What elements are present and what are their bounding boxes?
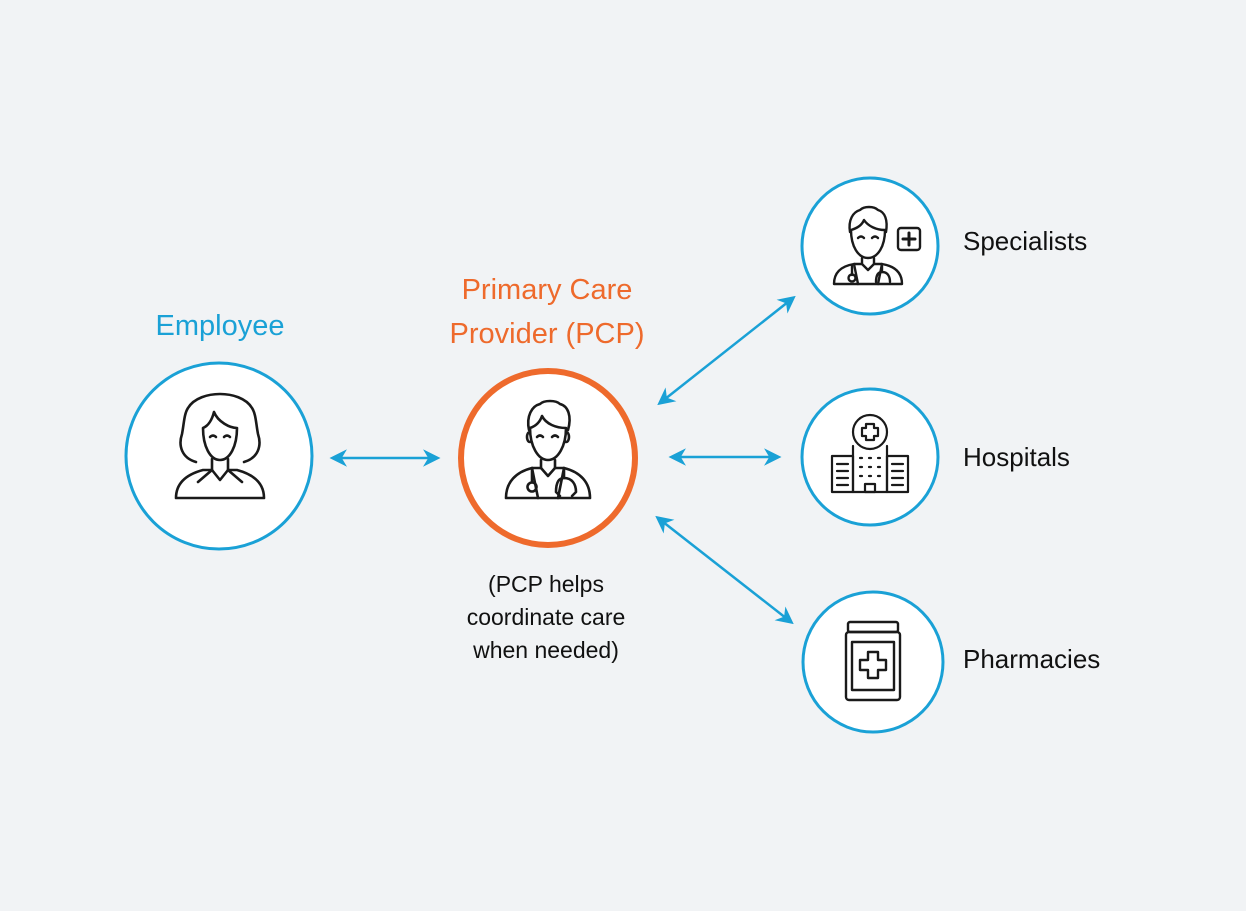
specialists-node <box>800 176 940 316</box>
pcp-note: (PCP helps coordinate care when needed) <box>467 568 626 667</box>
arrow-pcp-pharmacies <box>655 515 794 625</box>
pcp-note-line-2: coordinate care <box>466 604 626 630</box>
employee-node <box>124 361 314 551</box>
pcp-title: Primary Care Provider (PCP) <box>450 268 645 356</box>
hospitals-label: Hospitals <box>963 442 1070 472</box>
doctor-icon <box>504 399 592 500</box>
pcp-node <box>458 368 638 548</box>
specialists-label: Specialists <box>963 226 1088 256</box>
pcp-title-line-2: Provider (PCP) <box>449 318 645 350</box>
specialist-doctor-icon <box>832 205 922 286</box>
medicine-jar-icon <box>844 620 902 702</box>
hospital-building-icon <box>830 413 910 494</box>
employee-title: Employee <box>155 310 285 342</box>
arrow-pcp-specialists <box>657 295 796 406</box>
pcp-note-line-1: (PCP helps <box>488 571 604 597</box>
pcp-title-line-1: Primary Care <box>461 274 633 306</box>
pcp-note-line-3: when needed) <box>473 637 619 663</box>
pharmacies-label: Pharmacies <box>963 644 1101 674</box>
woman-user-icon <box>174 392 266 500</box>
pharmacies-node <box>801 590 945 734</box>
